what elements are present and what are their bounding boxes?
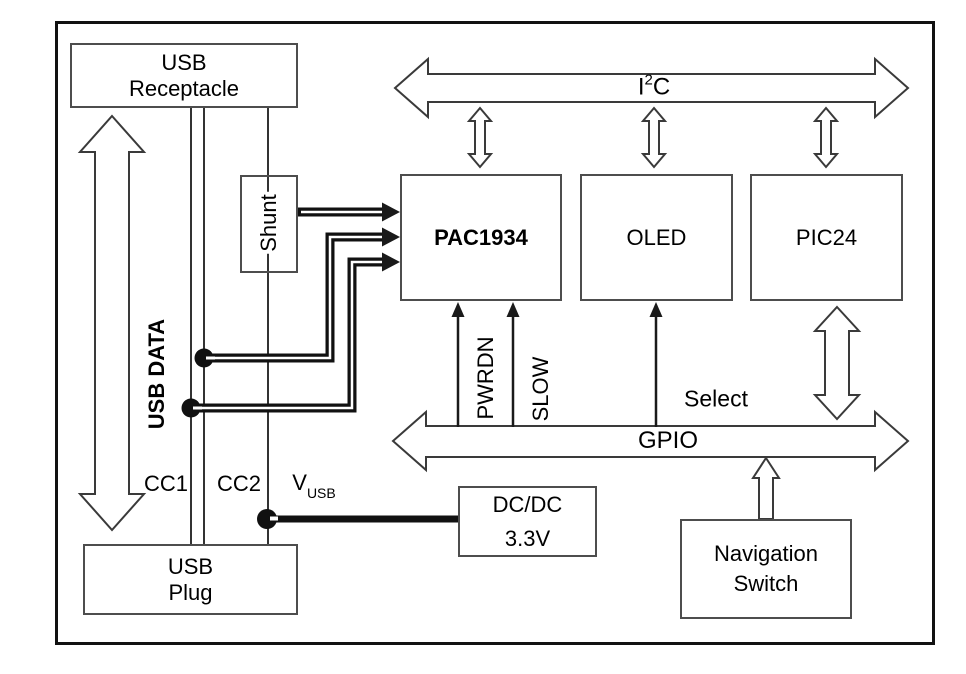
dcdc-label-line1: DC/DC	[492, 491, 563, 517]
usb-data-label: USB DATA	[144, 318, 169, 430]
shunt-label: Shunt	[256, 192, 282, 254]
pic24-label: PIC24	[795, 224, 858, 250]
cc1-label: CC1	[143, 471, 189, 496]
pic24-box: PIC24	[750, 174, 903, 301]
gpio-bus-double-arrow	[391, 409, 910, 473]
pic24-i2c-arrow	[812, 106, 840, 169]
cc1-junction-dot	[181, 398, 201, 418]
cc1-sense-bus-core	[194, 260, 383, 410]
pic24-gpio-double-arrow	[812, 305, 862, 421]
cc2-label: CC2	[216, 471, 262, 496]
usb-cable-double-arrow	[77, 114, 147, 532]
oled-box: OLED	[580, 174, 733, 301]
i2c-bus-double-arrow	[393, 56, 910, 120]
cc1-bus-arrowhead	[382, 252, 400, 272]
dcdc-box: DC/DC 3.3V	[458, 486, 597, 557]
gpio-bus-label: GPIO	[637, 427, 699, 454]
usb-receptacle-label-line1: USB	[161, 49, 207, 75]
vusb-dot-tick	[270, 516, 278, 521]
navigation-switch-gpio-arrow	[751, 456, 781, 520]
navigation-switch-box: Navigation Switch	[680, 519, 852, 619]
navigation-switch-label-line2: Switch	[733, 571, 799, 596]
vusb-label: VUSB	[292, 469, 336, 502]
cc2-junction-dot	[194, 348, 214, 368]
i2c-label-base: I	[637, 73, 645, 101]
diagram-frame	[55, 21, 935, 645]
pac1934-i2c-arrow	[466, 106, 494, 169]
usb-plug-label-line1: USB	[167, 553, 214, 579]
oled-label: OLED	[626, 224, 687, 250]
oled-i2c-arrow	[640, 106, 668, 169]
cc1-sense-bus	[191, 257, 384, 413]
shunt-bus-arrowhead	[382, 202, 400, 222]
cc2-dot-tick	[206, 356, 215, 360]
usb-plug-box: USB Plug	[83, 544, 298, 615]
i2c-label-tail: C	[652, 73, 671, 101]
usb-receptacle-label-line2: Receptacle	[128, 75, 240, 101]
dcdc-label-line2: 3.3V	[504, 525, 551, 551]
i2c-label-sup: 2	[644, 71, 653, 89]
slow-label: SLOW	[528, 356, 553, 422]
vusb-junction-dot	[257, 509, 277, 529]
pac1934-label: PAC1934	[434, 224, 528, 250]
pac1934-box: PAC1934	[400, 174, 562, 301]
usb-plug-label-line2: Plug	[168, 579, 213, 605]
select-label: Select	[684, 385, 748, 412]
cc2-bus-arrowhead	[382, 227, 400, 247]
i2c-bus-label: I2C	[637, 71, 671, 102]
shunt-box	[240, 175, 298, 273]
cc2-sense-bus-core	[207, 235, 383, 360]
slow-arrowhead	[506, 302, 520, 317]
pwrdn-arrowhead	[451, 302, 465, 317]
pwrdn-label: PWRDN	[473, 336, 498, 420]
usb-receptacle-box: USB Receptacle	[70, 43, 298, 108]
vusb-label-base: V	[292, 469, 307, 495]
navigation-switch-label-line1: Navigation	[714, 541, 818, 566]
cc1-dot-tick	[193, 406, 202, 410]
vusb-label-sub: USB	[306, 485, 336, 502]
select-arrowhead	[649, 302, 663, 317]
